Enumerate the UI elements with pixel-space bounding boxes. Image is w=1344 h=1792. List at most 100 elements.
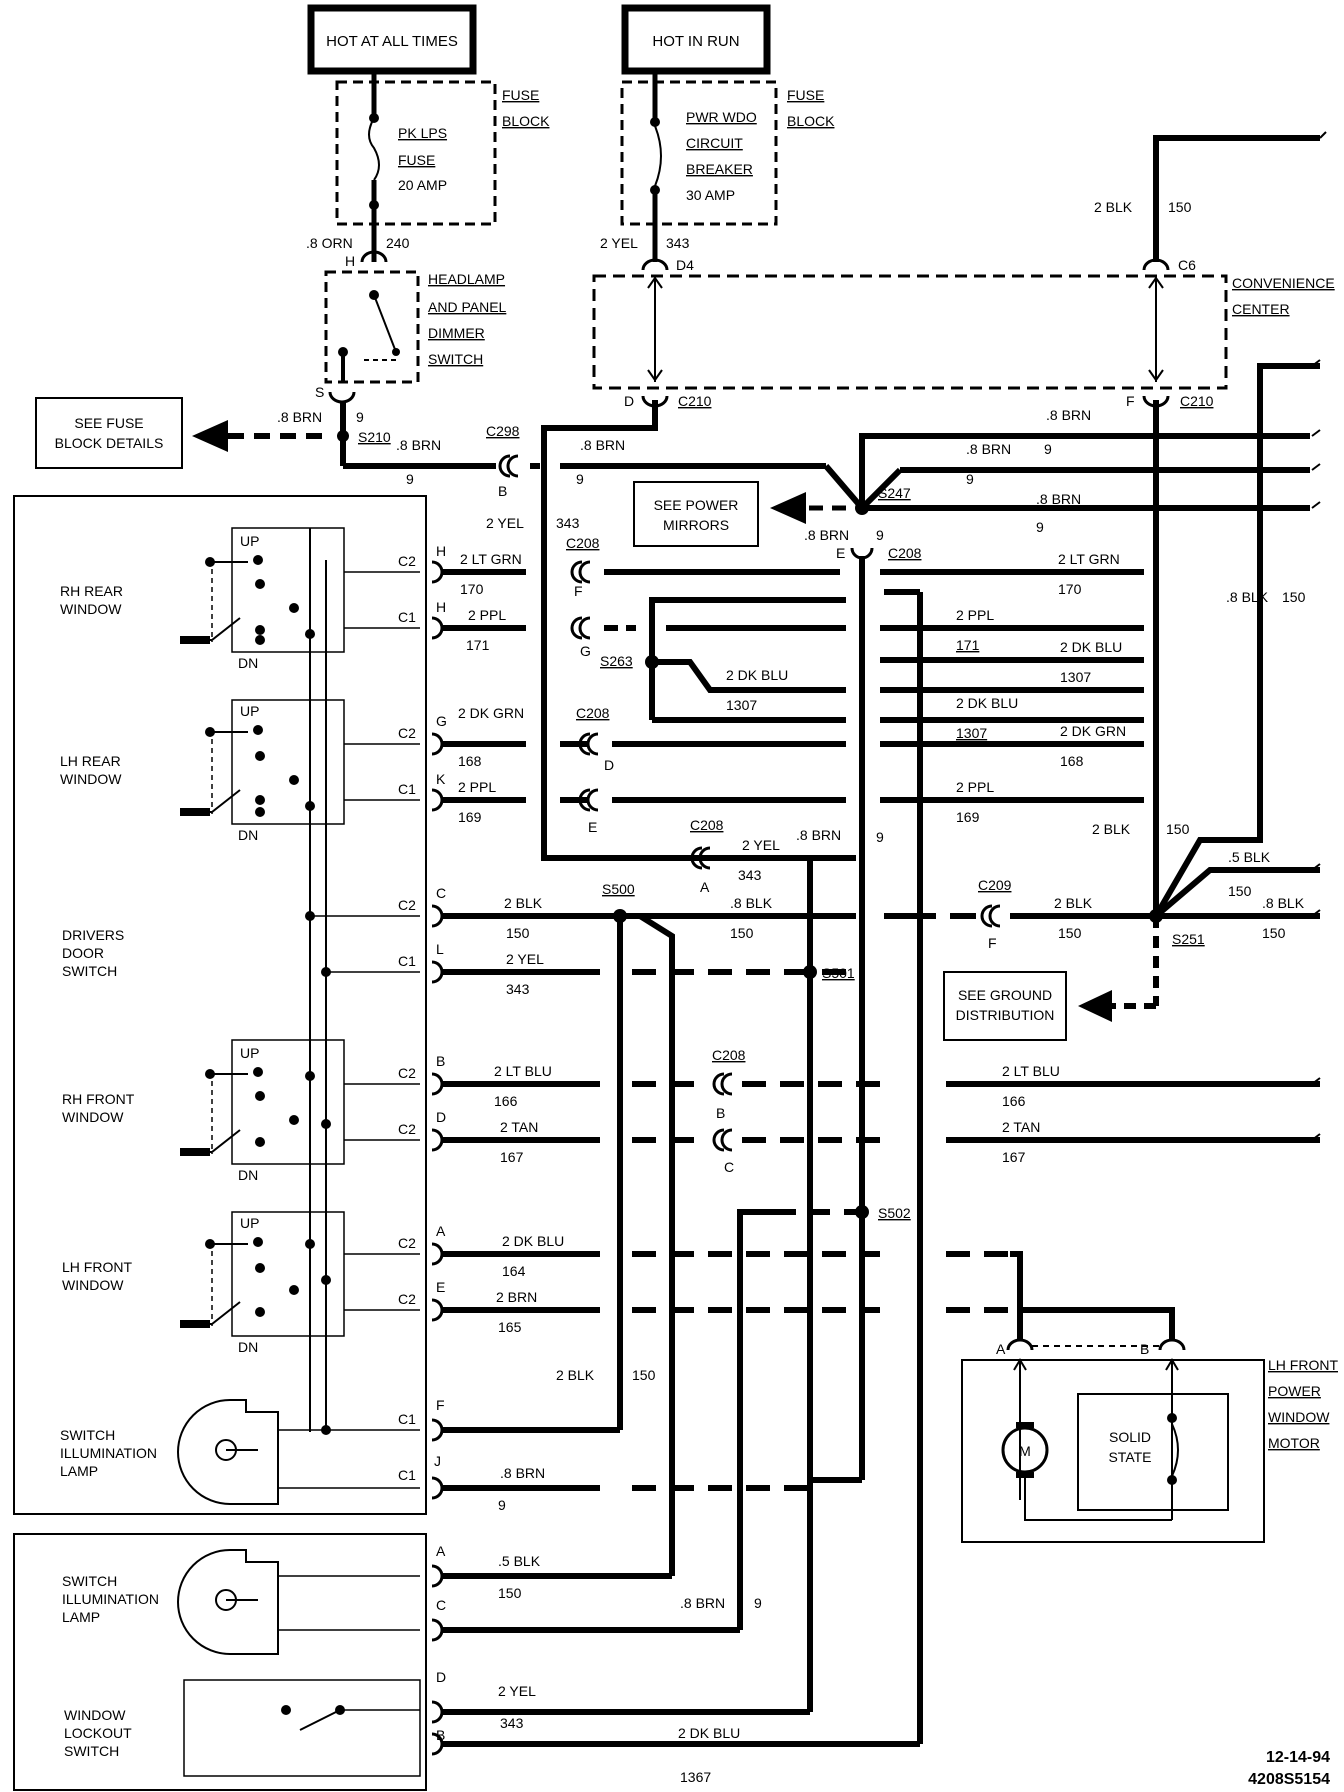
wire-label-brn-mid3: .8 BRN <box>1036 491 1081 507</box>
rh-rear-up: UP <box>240 533 259 549</box>
dimmer-pin-s: S <box>315 384 324 400</box>
lh-rear-c1: C1 <box>398 781 416 797</box>
rh-rear-label-2: WINDOW <box>60 601 122 617</box>
wire-label-ltgrn: 2 LT GRN <box>460 551 522 567</box>
lockout-label-2: LOCKOUT <box>64 1725 132 1741</box>
splice-label-s251: S251 <box>1172 931 1205 947</box>
power-mirrors-line1: SEE POWER <box>654 497 739 513</box>
wire-circuit-150-lamp: 150 <box>498 1585 522 1601</box>
wire-label-yel-l: 2 YEL <box>506 951 544 967</box>
ground-line1: SEE GROUND <box>958 987 1052 1003</box>
wire-label-ltblu-right: 2 LT BLU <box>1002 1063 1060 1079</box>
pin-h-1: H <box>436 543 446 559</box>
wire-circuit-1367: 1367 <box>680 1769 711 1785</box>
splice-label-s502: S502 <box>878 1205 911 1221</box>
wire-circuit-343-left: 343 <box>556 515 580 531</box>
fuse-block-1-title-1: FUSE <box>502 87 539 103</box>
footer-code: 4208S5154 <box>1248 1771 1330 1788</box>
wire-label-blk-f: 2 BLK <box>556 1367 595 1383</box>
door-label-3: SWITCH <box>62 963 117 979</box>
cb-line1: PWR WDO <box>686 109 757 125</box>
rh-front-c2b: C2 <box>398 1121 416 1137</box>
fuse-block-1-title-2: BLOCK <box>502 113 550 129</box>
wire-circuit-170-right: 170 <box>1058 581 1082 597</box>
wire-label-brn-mid1: .8 BRN <box>966 441 1011 457</box>
hot-at-all-times-box: HOT AT ALL TIMES <box>307 4 477 75</box>
wire-label-orn: .8 ORN <box>306 235 353 251</box>
wire-label-brn-c298: .8 BRN <box>396 437 441 453</box>
illum1-label-1: SWITCH <box>60 1427 115 1443</box>
wire-circuit-171: 171 <box>466 637 490 653</box>
pin-b-166: B <box>436 1053 445 1069</box>
wire-label-dkblu-r2: 2 DK BLU <box>956 695 1018 711</box>
fuse-details-line1: SEE FUSE <box>74 415 143 431</box>
wire-circuit-167: 167 <box>500 1149 524 1165</box>
dimmer-line3: DIMMER <box>428 325 485 341</box>
wire-circuit-150-s251: 150 <box>1166 821 1190 837</box>
wire-label-brn-s501: .8 BRN <box>796 827 841 843</box>
wire-circuit-150-a: 150 <box>506 925 530 941</box>
pin-b-c298: B <box>498 483 507 499</box>
dimmer-line1: HEADLAMP <box>428 271 505 287</box>
wire-circuit-1307-s263: 1307 <box>726 697 757 713</box>
connector-c206: C208 <box>888 545 922 561</box>
wire-circuit-166: 166 <box>494 1093 518 1109</box>
fuse-block-2-title-2: BLOCK <box>787 113 835 129</box>
connector-c209: C209 <box>978 877 1012 893</box>
wire-circuit-9-c298: 9 <box>406 471 414 487</box>
hot-in-run-label: HOT IN RUN <box>652 33 739 50</box>
wire-rows: H 2 LT GRN 170 2 YEL 343 C208 F 2 LT GRN… <box>431 363 1320 1785</box>
illum1-label-3: LAMP <box>60 1463 98 1479</box>
convenience-center: C6 CONVENIENCE CENTER D C210 F C210 <box>592 257 1335 409</box>
lockout-label-3: SWITCH <box>64 1743 119 1759</box>
motor-label-2: POWER <box>1268 1383 1321 1399</box>
dimmer-line4: SWITCH <box>428 351 483 367</box>
fuse-block-1: PK LPS FUSE 20 AMP FUSE BLOCK <box>335 71 550 262</box>
lh-rear-switch: LH REAR WINDOW UP DN C2 C1 <box>60 699 420 843</box>
wire-circuit-343-l: 343 <box>506 981 530 997</box>
wire-label-yel-c208: 2 YEL <box>742 837 780 853</box>
fuse-1-line1: PK LPS <box>398 125 447 141</box>
pin-h-2: H <box>436 599 446 615</box>
footer-date: 12-14-94 <box>1266 1749 1330 1766</box>
wire-label-brn-c: .8 BRN <box>680 1595 725 1611</box>
wire-circuit-150-f: 150 <box>632 1367 656 1383</box>
connector-c208-2: C208 <box>576 705 610 721</box>
lh-rear-dn: DN <box>238 827 258 843</box>
wire-label-5blk: .5 BLK <box>1228 849 1271 865</box>
solid-state-line2: STATE <box>1108 1449 1151 1465</box>
splice-s247: .8 BRN 9 S247 .8 BRN .8 BRN 9 9 .8 BRN 9… <box>541 400 1310 1483</box>
wire-label-brn-165: 2 BRN <box>496 1289 537 1305</box>
wire-label-ppl-171: 2 PPL <box>468 607 506 623</box>
door-c2: C2 <box>398 897 416 913</box>
wire-label-ltblu: 2 LT BLU <box>494 1063 552 1079</box>
wire-label-blk-top: 2 BLK <box>1094 199 1133 215</box>
lh-rear-label-1: LH REAR <box>60 753 121 769</box>
connector-c210-right: C210 <box>1180 393 1214 409</box>
pin-c6: C6 <box>1178 257 1196 273</box>
rh-rear-c1: C1 <box>398 609 416 625</box>
wire-circuit-343-d: 343 <box>500 1715 524 1731</box>
connector-c298: C298 <box>486 423 520 439</box>
pin-e-165: E <box>436 1279 445 1295</box>
ground-line2: DISTRIBUTION <box>956 1007 1055 1023</box>
pin-d-c210: D <box>624 393 634 409</box>
pin-e-c206: E <box>836 545 845 561</box>
rh-front-dn: DN <box>238 1167 258 1183</box>
wire-label-brn-e: .8 BRN <box>804 527 849 543</box>
wire-label-dkblu-164: 2 DK BLU <box>502 1233 564 1249</box>
wire-label-ppl-171-right: 2 PPL <box>956 607 994 623</box>
wire-circuit-170: 170 <box>460 581 484 597</box>
rh-rear-label-1: RH REAR <box>60 583 123 599</box>
convenience-line2: CENTER <box>1232 301 1290 317</box>
dimmer-line2: AND PANEL <box>428 299 507 315</box>
illum1-c1b: C1 <box>398 1467 416 1483</box>
pin-a-164: A <box>436 1223 446 1239</box>
wire-label-dkblu-r1: 2 DK BLU <box>1060 639 1122 655</box>
wire-circuit-150-5blk: 150 <box>1228 883 1252 899</box>
wire-circuit-166-right: 166 <box>1002 1093 1026 1109</box>
wire-circuit-150-b: 150 <box>730 925 754 941</box>
rh-front-label-2: WINDOW <box>62 1109 124 1125</box>
splice-label-s210: S210 <box>358 429 391 445</box>
wire-circuit-168: 168 <box>458 753 482 769</box>
